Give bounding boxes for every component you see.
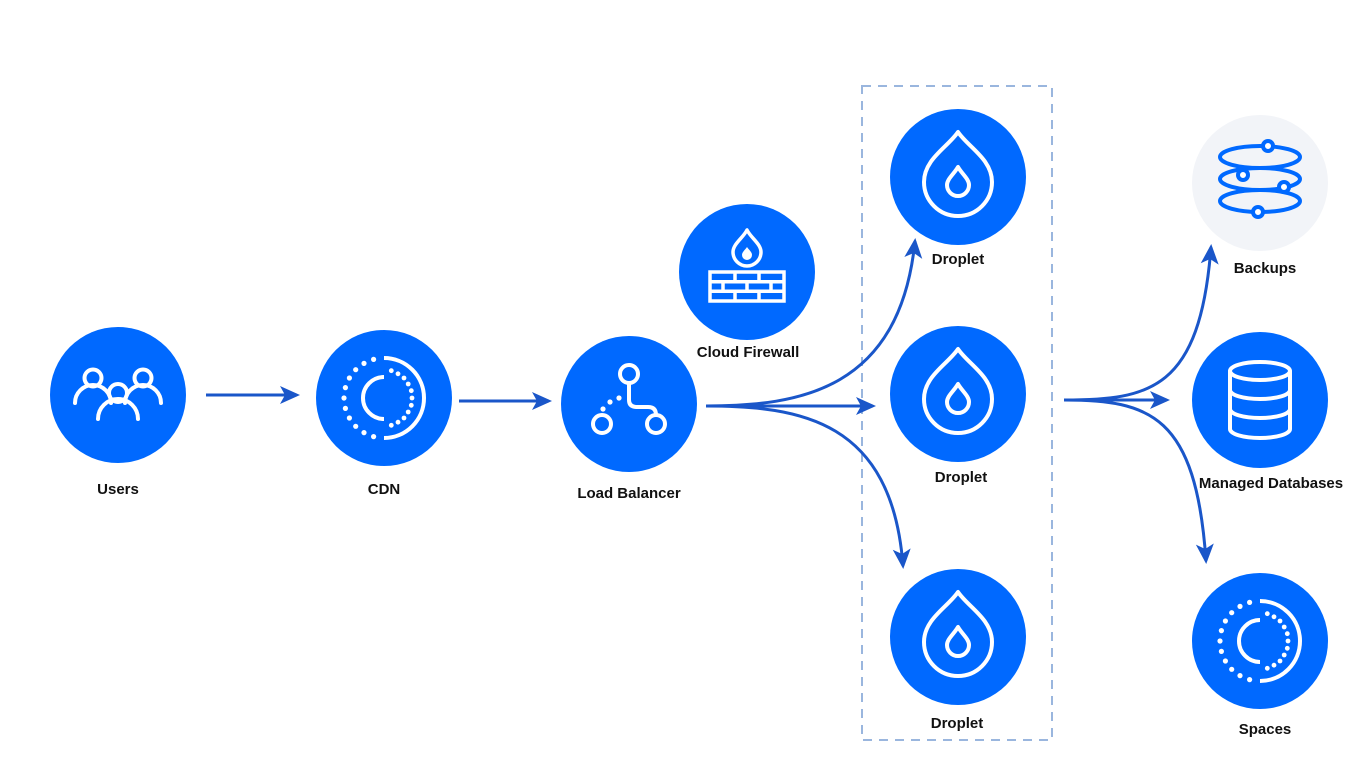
droplet-icon (922, 590, 994, 678)
node-droplet-bottom (890, 569, 1026, 705)
node-spaces-circle (1192, 573, 1328, 709)
node-cloud-firewall (679, 204, 815, 340)
node-droplet-mid (890, 326, 1026, 462)
spaces-icon (1217, 599, 1302, 683)
droplet-icon (922, 130, 994, 218)
cdn-icon (341, 356, 426, 440)
node-users (50, 327, 186, 463)
node-cdn (316, 330, 452, 466)
load-balancer-icon (591, 363, 667, 435)
label-cdn: CDN (367, 481, 401, 498)
edge-droplets-to-spaces (1063, 398, 1214, 564)
droplet-icon (922, 347, 994, 435)
node-users-circle (50, 327, 186, 463)
node-load-balancer (561, 336, 697, 472)
node-managed-databases (1192, 332, 1328, 468)
node-droplet-bottom-circle (890, 569, 1026, 705)
label-users: Users (97, 481, 139, 498)
users-icon (73, 367, 163, 421)
edges (206, 238, 1219, 569)
label-cloud-firewall: Cloud Firewall (696, 344, 800, 361)
label-managed-databases: Managed Databases (1198, 475, 1344, 492)
label-backups: Backups (1233, 260, 1297, 277)
node-spaces (1192, 573, 1328, 709)
firewall-icon (708, 228, 786, 303)
backups-icon (1218, 139, 1302, 219)
node-backups (1192, 115, 1328, 251)
database-icon (1228, 360, 1292, 440)
label-droplet-bottom: Droplet (930, 715, 984, 732)
node-droplet-top (890, 109, 1026, 245)
label-droplet-mid: Droplet (934, 469, 988, 486)
node-droplet-top-circle (890, 109, 1026, 245)
label-droplet-top: Droplet (931, 251, 985, 268)
node-cdn-circle (316, 330, 452, 466)
label-spaces: Spaces (1238, 721, 1292, 738)
edge-load-balancer-to-droplet-bottom (705, 404, 911, 569)
node-backups-circle (1192, 115, 1328, 251)
node-droplet-mid-circle (890, 326, 1026, 462)
label-load-balancer: Load Balancer (577, 485, 681, 502)
